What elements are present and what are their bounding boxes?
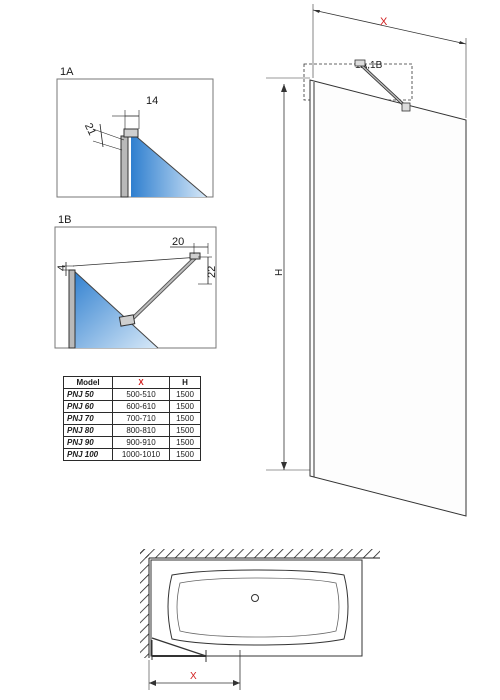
x-cell: 800-810 (112, 424, 170, 437)
column-header-x: X (112, 376, 170, 389)
dimension-20: 20 (172, 236, 184, 248)
drain (251, 594, 259, 602)
glass-clamp (118, 314, 136, 327)
x-cell: 900-910 (112, 436, 170, 449)
column-header-model: Model (63, 376, 113, 389)
model-cell: PNJ 100 (63, 448, 113, 461)
h-cell: 1500 (169, 400, 201, 413)
detail-1a: 1A 14 21 (56, 66, 214, 198)
wall-hatch-left (140, 549, 149, 658)
table-header-row: Model X H (63, 376, 201, 389)
model-cell: PNJ 60 (63, 400, 113, 413)
h-cell: 1500 (169, 388, 201, 401)
table-row: PNJ 100 1000-1010 1500 (63, 448, 201, 461)
detail-1b-label: 1B (58, 214, 71, 226)
width-dimension-line (312, 9, 467, 45)
bracket (123, 128, 139, 138)
wall-mount (189, 252, 201, 260)
dimension-21: 21 (82, 121, 98, 137)
dimension-22: 22 (206, 266, 218, 278)
glass-panel-plan (151, 637, 207, 657)
wall-profile (120, 135, 129, 198)
x-cell: 700-710 (112, 412, 170, 425)
table-row: PNJ 60 600-610 1500 (63, 400, 201, 413)
wall-mount (354, 59, 366, 67)
model-cell: PNJ 80 (63, 424, 113, 437)
x-cell: 1000-1010 (112, 448, 170, 461)
model-cell: PNJ 50 (63, 388, 113, 401)
detail-1a-label: 1A (60, 66, 74, 78)
glass-clamp (401, 102, 411, 112)
width-label: X (380, 16, 388, 28)
x-cell: 500-510 (112, 388, 170, 401)
h-cell: 1500 (169, 412, 201, 425)
x-cell: 600-610 (112, 400, 170, 413)
table-row: PNJ 70 700-710 1500 (63, 412, 201, 425)
model-dimension-table: Model X H PNJ 50 500-510 1500 PNJ 60 600… (63, 376, 201, 461)
h-cell: 1500 (169, 436, 201, 449)
glass-panel (309, 79, 467, 517)
height-label: H (274, 269, 285, 276)
model-cell: PNJ 70 (63, 412, 113, 425)
h-cell: 1500 (169, 424, 201, 437)
detail-1b: 1B 20 4 22 (54, 214, 218, 349)
wall-profile (68, 269, 76, 349)
main-elevation-view: X 1A,1B H (266, 4, 467, 517)
table-row: PNJ 50 500-510 1500 (63, 388, 201, 401)
bathtub-basin (167, 569, 349, 646)
dimension-4: 4 (56, 265, 68, 271)
top-view-bathtub: X (140, 549, 380, 690)
h-cell: 1500 (169, 448, 201, 461)
top-width-label: X (190, 671, 197, 682)
column-header-h: H (169, 376, 201, 389)
wall-hatch-top (140, 549, 380, 558)
model-cell: PNJ 90 (63, 436, 113, 449)
table-row: PNJ 90 900-910 1500 (63, 436, 201, 449)
table-row: PNJ 80 800-810 1500 (63, 424, 201, 437)
dimension-14: 14 (146, 95, 158, 107)
detail-callout: 1A,1B (355, 60, 383, 71)
